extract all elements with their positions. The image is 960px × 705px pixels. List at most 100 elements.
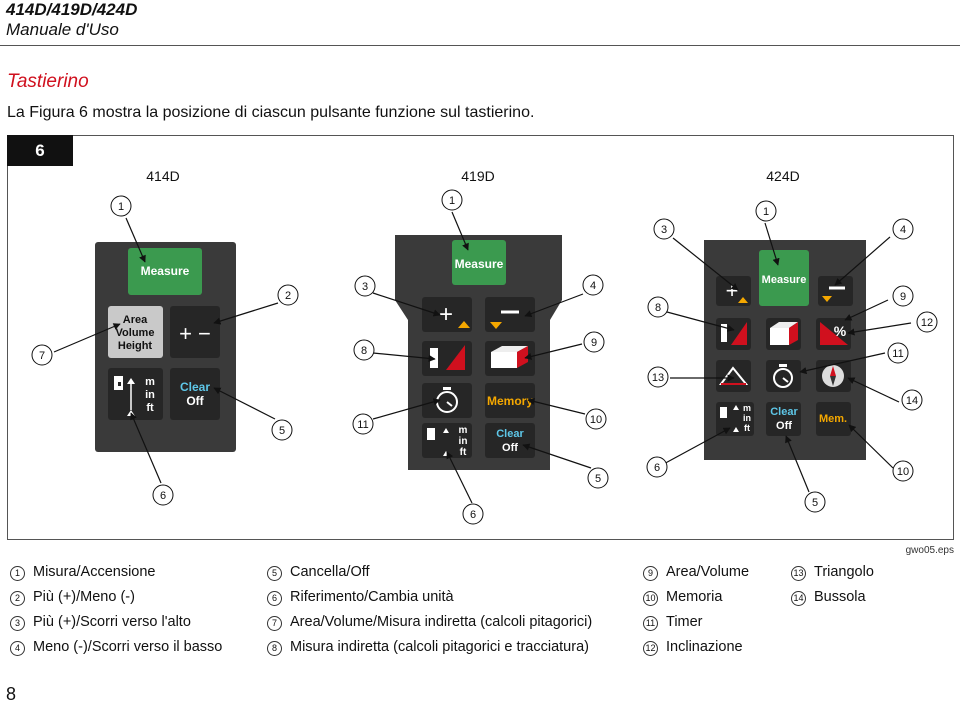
model-label-424d: 424D (766, 168, 799, 184)
figure-number: 6 (7, 135, 73, 166)
callout-12: 12 (916, 311, 938, 333)
callout-5: 5 (587, 467, 609, 489)
callout-11: 11 (887, 342, 909, 364)
off-label: Off (186, 394, 204, 408)
callout-number: 1 (449, 195, 455, 207)
off-label: Off (776, 420, 792, 432)
callout-number: 8 (361, 345, 367, 357)
memory-label: Memory (487, 394, 533, 408)
unit-m-label: m (145, 376, 155, 388)
volume-label: Volume (116, 327, 155, 339)
legend-text: Misura/Accensione (33, 564, 156, 580)
legend-text: Inclinazione (666, 639, 743, 655)
svg-text:+: + (439, 301, 453, 328)
legend-number: 2 (10, 591, 25, 606)
callout-10: 10 (585, 408, 607, 430)
timer-button (766, 360, 801, 392)
callout-number: 5 (279, 425, 285, 437)
svg-text:+ −: + − (179, 321, 211, 346)
callout-number: 1 (118, 201, 124, 213)
section-intro: La Figura 6 mostra la posizione di ciasc… (7, 104, 535, 121)
callout-9: 9 (892, 285, 914, 307)
callout-number: 11 (892, 348, 903, 360)
keypad-414d: Measure Area Volume Height + − m in ft C… (95, 242, 236, 452)
unit-in-label: in (145, 389, 155, 401)
callout-number: 9 (591, 337, 597, 349)
callout-7: 7 (31, 344, 53, 366)
area-label: Area (123, 314, 148, 326)
timer-button (422, 383, 472, 418)
legend-number: 10 (643, 591, 658, 606)
legend-text: Memoria (666, 589, 723, 605)
callout-5: 5 (804, 491, 826, 513)
unit-ft-label: ft (146, 402, 154, 414)
legend-text: Area/Volume/Misura indiretta (calcoli pi… (290, 614, 593, 630)
legend-text: Bussola (814, 589, 866, 605)
measure-button (128, 248, 202, 295)
callout-number: 3 (661, 224, 667, 236)
callout-number: 1 (763, 206, 769, 218)
callout-5: 5 (271, 419, 293, 441)
keypad-424d: Measure + % m in ft C (704, 240, 866, 460)
legend-number: 5 (267, 566, 282, 581)
legend-number: 6 (267, 591, 282, 606)
clear-off-button (766, 402, 801, 436)
legend-text: Area/Volume (666, 564, 750, 580)
figure-frame (7, 135, 954, 540)
off-label: Off (502, 442, 518, 454)
callout-9: 9 (583, 331, 605, 353)
callout-number: 11 (357, 419, 368, 431)
callout-2: 2 (277, 284, 299, 306)
memory-button (485, 383, 535, 418)
callout-number: 4 (900, 224, 906, 236)
clear-label: Clear (770, 406, 798, 418)
legend-number: 13 (791, 566, 806, 581)
legend-number: 4 (10, 641, 25, 656)
legend-text: Più (+)/Meno (-) (33, 589, 135, 605)
callout-number: 3 (362, 281, 368, 293)
callout-10: 10 (892, 460, 914, 482)
callout-number: 10 (590, 414, 602, 426)
callout-8: 8 (647, 296, 669, 318)
legend-text: Meno (-)/Scorri verso il basso (33, 639, 223, 655)
callout-1: 1 (110, 195, 132, 217)
legend-text: Timer (666, 614, 703, 630)
page-number: 8 (6, 684, 17, 704)
legend-number: 8 (267, 641, 282, 656)
svg-text:%: % (834, 323, 847, 339)
area-volume-height-button (108, 306, 163, 358)
legend-text: Misura indiretta (calcoli pitagorici e t… (290, 639, 589, 655)
legend-number: 7 (267, 616, 282, 631)
measure-button (452, 240, 506, 285)
measure-label: Measure (762, 274, 807, 286)
clear-off-button (170, 368, 220, 420)
callout-6: 6 (646, 456, 668, 478)
callout-11: 11 (352, 413, 374, 435)
height-label: Height (118, 340, 153, 352)
callout-4: 4 (582, 274, 604, 296)
callout-3: 3 (653, 218, 675, 240)
legend-text: Più (+)/Scorri verso l'alto (33, 614, 191, 630)
callout-number: 6 (654, 462, 660, 474)
unit-m-label: m (743, 403, 751, 413)
section-title: Tastierino (7, 71, 89, 92)
model-label-414d: 414D (146, 168, 179, 184)
callout-number: 2 (285, 290, 291, 302)
unit-in-label: in (743, 413, 751, 423)
mem-label: Mem. (819, 413, 847, 425)
unit-ft-label: ft (460, 447, 467, 458)
callout-14: 14 (901, 389, 923, 411)
callout-number: 12 (921, 317, 933, 329)
callout-4: 4 (892, 218, 914, 240)
callout-number: 14 (906, 395, 918, 407)
callout-number: 13 (652, 372, 664, 384)
manual-title: Manuale d'Uso (6, 20, 119, 39)
callout-number: 4 (590, 280, 596, 292)
callout-number: 6 (160, 490, 166, 502)
unit-in-label: in (459, 436, 468, 447)
legend-number: 14 (791, 591, 806, 606)
triangle-button (716, 360, 751, 392)
callout-3: 3 (354, 275, 376, 297)
callout-number: 7 (39, 350, 45, 362)
callout-number: 6 (470, 509, 476, 521)
